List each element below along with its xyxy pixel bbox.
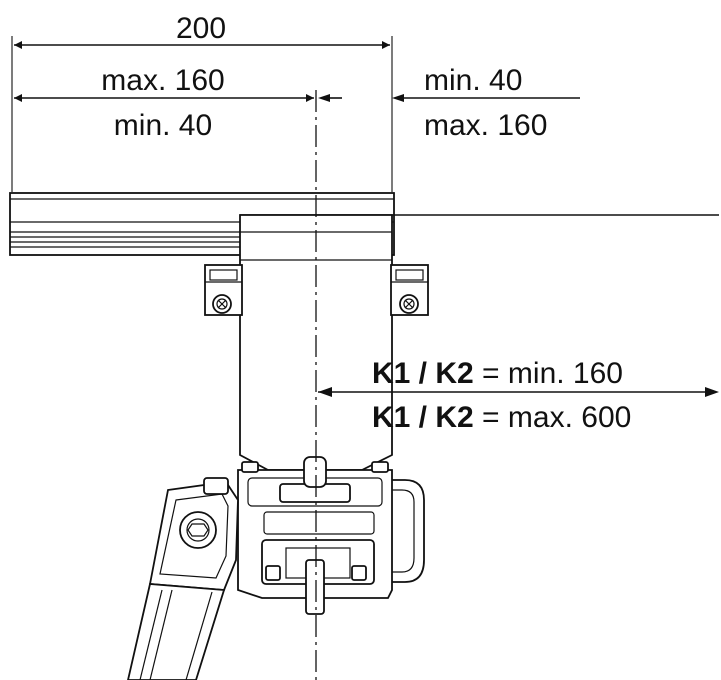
- k-dimension: [318, 387, 719, 397]
- left-clamp-block: [204, 264, 243, 316]
- swivel-arm: [127, 477, 239, 680]
- right-upper-label: min. 40: [424, 64, 522, 97]
- k-spec-max-value: max. 600: [508, 401, 631, 434]
- k-spec-max: K1 / K2 = max. 600: [372, 401, 631, 434]
- right-inner-arrowhead: [318, 94, 330, 102]
- k-left-arrowhead: [318, 387, 332, 397]
- k-spec-max-sep: =: [474, 401, 508, 434]
- k-spec-min-key: K1 / K2: [372, 357, 474, 390]
- k-right-arrowhead: [705, 387, 719, 397]
- k-spec-min: K1 / K2 = min. 160: [372, 357, 623, 390]
- bottom-pin: [305, 559, 325, 615]
- k-spec-max-key: K1 / K2: [372, 401, 474, 434]
- k-spec-min-sep: =: [474, 357, 508, 390]
- right-clamp-block: [390, 264, 429, 316]
- right-outer-arrowhead: [392, 94, 404, 102]
- dimension-lines: [11, 36, 580, 192]
- k-spec-min-value: min. 160: [508, 357, 623, 390]
- coupling-housing: [237, 456, 425, 615]
- right-lower-label: max. 160: [424, 109, 547, 142]
- top-center-bolt: [303, 456, 327, 488]
- overall-width-label: 200: [176, 12, 226, 45]
- mounting-rail: [9, 192, 719, 256]
- left-lower-label: min. 40: [114, 109, 212, 142]
- arm-pivot-bolt-icon: [179, 511, 217, 549]
- left-upper-label: max. 160: [101, 64, 224, 97]
